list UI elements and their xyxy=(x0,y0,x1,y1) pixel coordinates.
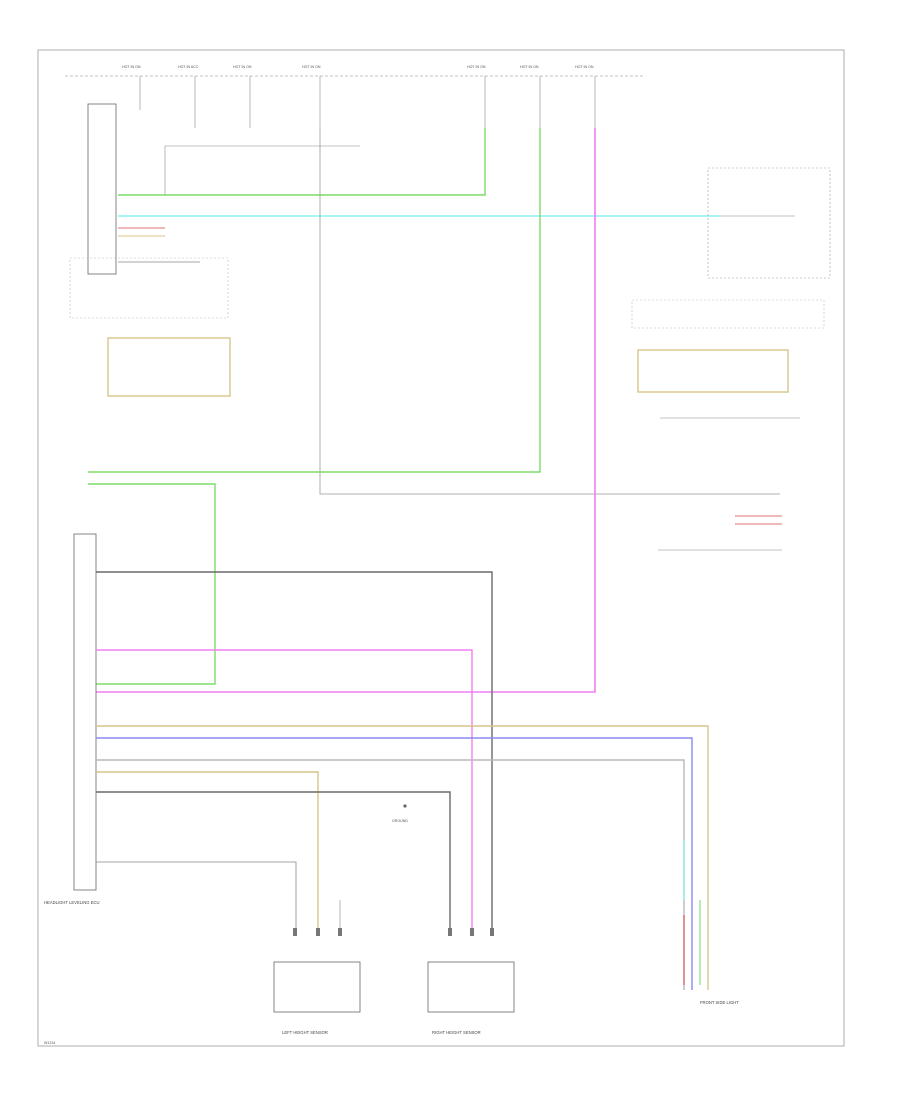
switch-box-right xyxy=(707,167,831,279)
wire-green-top xyxy=(118,128,486,196)
right-height-sensor-label: RIGHT HEIGHT SENSOR xyxy=(432,1030,481,1035)
front-side-light-label: FRONT SIDE LIGHT xyxy=(700,1000,739,1005)
footer-code: W1234 xyxy=(44,1041,55,1045)
right-connector-block xyxy=(631,299,825,329)
fuse-label-2: HOT IN ACC xyxy=(178,65,199,69)
fuse-label-4: HOT IN ON xyxy=(302,65,321,69)
fuse-label-6: HOT IN ON xyxy=(520,65,539,69)
fuse-label-7: HOT IN ON xyxy=(575,65,594,69)
left-height-sensor-box xyxy=(273,961,361,1013)
left-height-sensor-label: LEFT HEIGHT SENSOR xyxy=(282,1030,328,1035)
instrument-panel-label-box xyxy=(69,257,229,319)
right-tan-loop xyxy=(637,349,789,393)
wire-dark-right-sensor xyxy=(96,571,493,930)
fuse-label-1: HOT IN ON xyxy=(122,65,141,69)
wire-gray-left-sensor xyxy=(96,861,297,930)
fuse-label-5: HOT IN ON xyxy=(467,65,486,69)
main-ecu-box xyxy=(73,533,97,891)
ground-label: GROUND xyxy=(392,819,408,823)
wire-dark-lower xyxy=(96,791,451,930)
fuse-drops xyxy=(139,76,596,128)
right-height-sensor-box xyxy=(427,961,515,1013)
fuse-label-group: HOT IN ON HOT IN ACC HOT IN ON HOT IN ON… xyxy=(122,65,594,69)
right-sensor-pins xyxy=(448,928,494,936)
wire-tan-left-sensor xyxy=(96,771,319,930)
wire-gray-bottom-right xyxy=(96,759,685,990)
wire-magenta-right-sensor xyxy=(96,649,473,930)
left-sensor-pins xyxy=(293,928,342,936)
main-ecu-label: HEADLIGHT LEVELING ECU xyxy=(44,900,100,905)
left-tan-loop xyxy=(107,337,231,397)
instrument-panel-box xyxy=(87,103,117,275)
wire-green-fuse6 xyxy=(88,128,541,473)
wire-gray-long xyxy=(319,128,780,495)
fuse-label-3: HOT IN ON xyxy=(233,65,252,69)
wire-tan-bottom-right xyxy=(96,725,709,990)
wire-magenta-long xyxy=(88,128,596,693)
wire-blue-bottom-right xyxy=(96,737,693,990)
wire-green-loop xyxy=(88,483,216,685)
diagram-frame xyxy=(37,49,845,1047)
ground-symbol xyxy=(403,804,407,808)
